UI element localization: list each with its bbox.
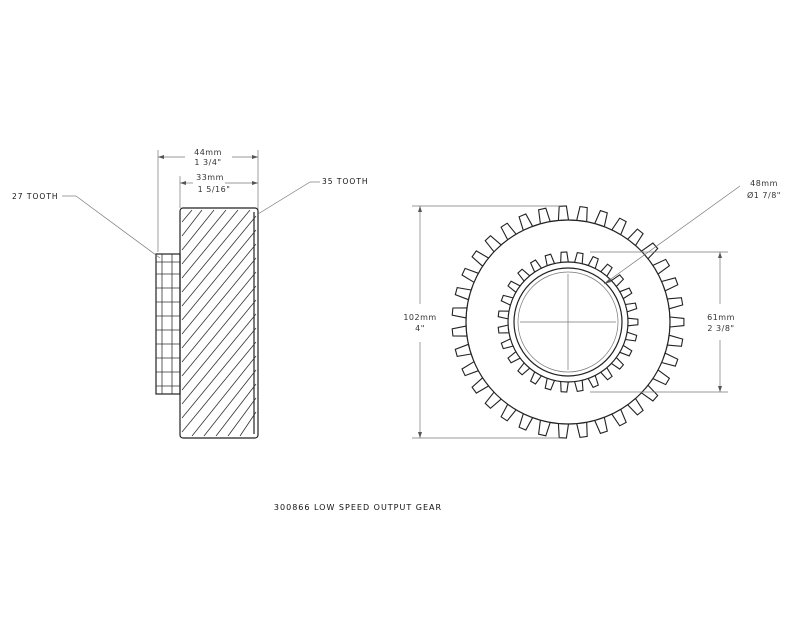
gear-tooth <box>557 205 570 221</box>
gear-tooth <box>497 324 510 334</box>
gear-tooth <box>544 378 556 391</box>
bore-diameter-mm: 48mm <box>750 179 778 188</box>
helical-teeth <box>181 209 257 437</box>
gear-tooth <box>652 369 671 386</box>
gear-tooth <box>574 380 584 393</box>
gear-tooth <box>619 287 633 300</box>
bore-diameter-in: Ø1 7/8" <box>747 190 781 200</box>
gear-tooth <box>544 253 556 266</box>
inner-gear-diameter-in: 2 3/8" <box>707 324 734 333</box>
gear-width-mm: 33mm <box>196 173 224 182</box>
gear-tooth <box>517 362 531 376</box>
gear-tooth <box>669 316 685 328</box>
small-gear-teeth <box>156 254 180 394</box>
gear-tooth <box>641 384 659 402</box>
gear-tooth <box>600 263 613 277</box>
gear-tooth <box>560 381 569 393</box>
gear-tooth <box>507 351 521 364</box>
gear-tooth <box>537 207 551 224</box>
gear-tooth <box>471 250 489 267</box>
gear-tooth <box>484 234 502 253</box>
gear-tooth <box>594 417 608 435</box>
gear-tooth <box>652 258 671 275</box>
large-gear-body <box>179 207 259 439</box>
gear-tooth <box>500 222 517 241</box>
outer-diameter-mm: 102mm <box>403 313 436 322</box>
gear-tooth <box>587 255 599 269</box>
gear-tooth <box>661 277 679 292</box>
outer-gear-root-circle <box>465 219 671 425</box>
outer-gear-teeth <box>451 205 685 439</box>
gear-tooth <box>560 251 569 263</box>
gear-tooth <box>484 391 502 410</box>
gear-tooth <box>497 310 510 320</box>
large-gear-callout: 35 TOOTH <box>322 177 369 186</box>
gear-width-in: 1 5/16" <box>198 185 231 194</box>
gear-tooth <box>451 325 468 337</box>
front-view: 102mm 4" 61mm 2 3/8" 48mm Ø1 7/8" <box>403 179 781 439</box>
gear-tooth <box>537 420 551 437</box>
gear-tooth <box>518 213 534 231</box>
gear-tooth <box>611 217 627 235</box>
gear-tooth <box>594 209 608 227</box>
gear-tooth <box>500 294 514 306</box>
gear-tooth <box>471 377 489 394</box>
gear-tooth <box>517 268 531 282</box>
gear-tooth <box>529 371 542 385</box>
gear-tooth <box>627 317 639 327</box>
gear-tooth <box>461 267 479 283</box>
gear-tooth <box>529 259 542 273</box>
small-gear-body <box>155 253 181 395</box>
gear-tooth <box>641 242 659 260</box>
gear-tooth <box>625 302 638 313</box>
gear-tooth <box>461 361 479 377</box>
inner-gear-teeth <box>497 251 639 393</box>
gear-tooth <box>500 403 517 422</box>
gear-tooth <box>600 367 613 381</box>
overall-width-mm: 44mm <box>194 148 222 157</box>
overall-width-in: 1 3/4" <box>194 158 221 167</box>
side-view: 44mm 1 3/4" 33mm 1 5/16" <box>12 148 369 439</box>
gear-tooth <box>454 286 472 301</box>
inner-gear-diameter-mm: 61mm <box>707 313 735 322</box>
gear-tooth <box>619 344 633 357</box>
gear-tooth <box>611 357 625 370</box>
gear-tooth <box>518 413 534 431</box>
gear-tooth <box>611 409 627 427</box>
gear-tooth <box>507 280 521 293</box>
gear-tooth <box>625 331 638 342</box>
outer-diameter-in: 4" <box>415 324 425 333</box>
gear-tooth <box>667 297 684 310</box>
gear-tooth <box>576 422 588 439</box>
gear-tooth <box>667 334 684 347</box>
gear-tooth <box>574 251 584 264</box>
gear-tooth <box>576 205 588 222</box>
small-gear-callout: 27 TOOTH <box>12 192 59 201</box>
gear-tooth <box>627 398 644 416</box>
gear-tooth <box>611 274 625 287</box>
gear-tooth <box>627 228 644 246</box>
gear-tooth <box>557 423 570 439</box>
drawing-title: 300866 LOW SPEED OUTPUT GEAR <box>274 503 442 512</box>
gear-tooth <box>661 352 679 367</box>
bore-circle <box>513 267 623 377</box>
gear-tooth <box>451 307 468 319</box>
gear-tooth <box>454 343 472 358</box>
gear-tooth <box>500 338 514 350</box>
gear-tooth <box>587 375 599 389</box>
inner-gear-root-circle <box>507 261 629 383</box>
